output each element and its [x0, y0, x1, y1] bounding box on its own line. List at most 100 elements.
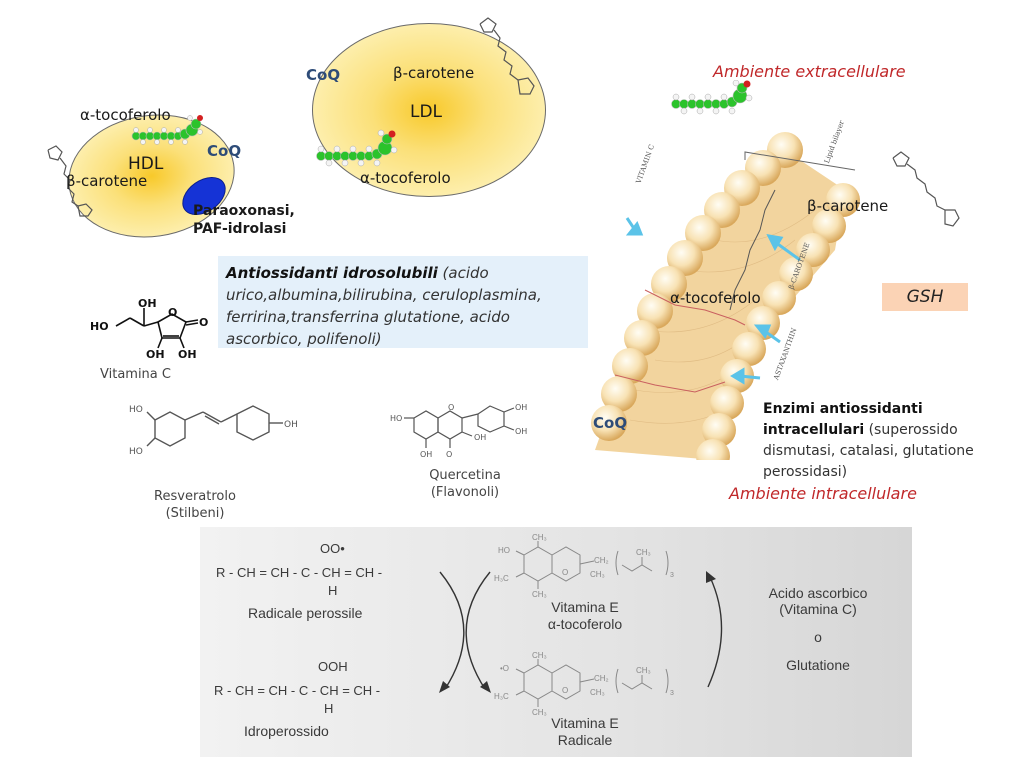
vitamin-e-caption: Vitamina E α-tocoferolo	[530, 599, 640, 633]
regeneration-agents: Acido ascorbico (Vitamina C) o Glutation…	[748, 585, 888, 673]
vitc-oh-bottom-right: OH	[178, 348, 197, 360]
vite-ch3-top: CH₃	[532, 533, 547, 542]
ldl-name: LDL	[410, 102, 443, 122]
quercetin-class: (Flavonoli)	[430, 485, 500, 500]
hydroperoxide-chain: R - CH = CH - C - CH = CH -	[214, 683, 381, 698]
hdl-enzymes-line1: Paraoxonasi,	[193, 203, 295, 219]
ldl-ellipse	[312, 23, 546, 197]
svg-text:HO: HO	[390, 414, 402, 423]
enzymes-title: Enzimi antiossidanti intracellulari	[763, 401, 923, 438]
peroxyl-h: H	[328, 583, 338, 598]
svg-text:HO: HO	[129, 447, 143, 457]
ldl-coq-label: CoQ	[306, 66, 341, 84]
hydrosoluble-text: Antiossidanti idrosolubili (acido urico,…	[226, 262, 580, 350]
svg-text:•O: •O	[500, 664, 509, 673]
beta-carotene-molecule-hdl	[47, 145, 93, 217]
svg-text:3: 3	[670, 690, 674, 697]
regen-vitamin-c: (Vitamina C)	[779, 601, 857, 617]
intracellular-enzymes-text: Enzimi antiossidanti intracellulari (sup…	[763, 399, 1018, 483]
regen-glutathione: Glutatione	[786, 657, 850, 673]
vitamin-e-name: Vitamina E	[551, 599, 619, 615]
regeneration-arrow	[706, 571, 723, 688]
svg-text:OH: OH	[515, 403, 527, 412]
hydrosoluble-list: (acido urico,albumina,bilirubina, cerulo…	[226, 264, 542, 348]
vitamin-e-radical-caption: Vitamina E Radicale	[530, 715, 640, 749]
regen-or: o	[814, 629, 822, 645]
resveratrol-class: (Stilbeni)	[165, 506, 225, 521]
svg-text:HO: HO	[129, 405, 143, 415]
vite-ch3-bottom: CH₃	[532, 590, 547, 599]
hdl-beta-carotene-label: β-carotene	[66, 172, 148, 190]
vitc-oh-top: OH	[138, 297, 157, 310]
vitamin-e-structure: CH₃ HO H₃C CH₃ O CH₂ CH₃ CH₃ 3	[494, 533, 674, 599]
hydrosoluble-antioxidants-box: Antiossidanti idrosolubili (acido urico,…	[218, 256, 588, 348]
svg-text:CH₂: CH₂	[594, 674, 609, 683]
membrane-beta-carotene-label: β-carotene	[807, 197, 889, 215]
vitc-oh-bottom-left: OH	[146, 348, 165, 360]
crossing-reaction-arrows	[439, 571, 491, 693]
svg-text:OH: OH	[284, 420, 298, 430]
vitamin-e-radical-name: Vitamina E	[551, 715, 619, 731]
svg-text:CH₃: CH₃	[590, 688, 605, 697]
svg-text:OH: OH	[515, 427, 527, 436]
ldl-beta-carotene-label: β-carotene	[393, 64, 475, 82]
vitc-ho: HO	[90, 320, 109, 333]
vitamin-e-form: α-tocoferolo	[547, 616, 623, 632]
svg-text:H₃C: H₃C	[494, 692, 509, 701]
resveratrol-caption: Resveratrolo (Stilbeni)	[140, 488, 250, 522]
vitamin-e-radical-form: Radicale	[557, 732, 613, 748]
svg-text:CH₃: CH₃	[532, 651, 547, 660]
peroxyl-name: Radicale perossile	[248, 605, 363, 621]
intracellular-label: Ambiente intracellulare	[729, 484, 917, 503]
vite-ch3-c2: CH₃	[590, 570, 605, 579]
vite-sub3: 3	[670, 572, 674, 579]
svg-text:O: O	[446, 450, 452, 459]
hydroperoxide-name: Idroperossido	[244, 723, 329, 739]
quercetin-caption: Quercetina (Flavonoli)	[415, 467, 515, 501]
hdl-alpha-tocoferolo-label: α-tocoferolo	[80, 106, 171, 124]
alpha-tocopherol-molecule-hdl	[131, 115, 203, 145]
hdl-enzymes-line2: PAF-idrolasi	[193, 221, 287, 237]
svg-text:O: O	[448, 403, 454, 412]
lipid-bilayer-illustration	[591, 132, 860, 460]
vitamin-c-structure: OH HO O O OH OH	[90, 297, 208, 360]
reaction-panel: OO• R - CH = CH - C - CH = CH - H Radica…	[200, 527, 912, 757]
vitamin-e-radical-structure: CH₃ •O H₃C CH₃ O CH₂ CH₃ CH₃ 3	[494, 651, 674, 717]
hdl-coq-label: CoQ	[207, 142, 242, 160]
quercetin-structure: HO O OH OH OH OH O	[390, 403, 527, 459]
resveratrol-structure: HO HO OH	[129, 405, 298, 457]
membrane-alpha-tocoferolo-label: α-tocoferolo	[670, 289, 761, 307]
membrane-coq-label: CoQ	[593, 414, 628, 432]
regen-ascorbic: Acido ascorbico	[768, 585, 868, 601]
svg-text:O: O	[562, 686, 568, 695]
vite-ch2: CH₂	[594, 556, 609, 565]
gsh-label: GSH	[906, 287, 944, 307]
alpha-tocopherol-molecule-ldl	[316, 129, 398, 167]
vite-h3c: H₃C	[494, 574, 509, 583]
vitc-o-carbonyl: O	[199, 316, 208, 329]
quercetin-name: Quercetina	[429, 468, 501, 483]
extracellular-label: Ambiente extracellulare	[713, 62, 906, 81]
beta-carotene-molecule-ldl	[479, 17, 535, 95]
svg-text:CH₃: CH₃	[636, 666, 651, 675]
vite-o: O	[562, 568, 568, 577]
vitamin-c-caption: Vitamina C	[100, 367, 171, 382]
alpha-tocopherol-molecule-free	[671, 80, 753, 115]
vite-ho: HO	[498, 546, 510, 555]
hydrosoluble-title: Antiossidanti idrosolubili	[226, 264, 438, 282]
enzymes-list: (superossido dismutasi, catalasi, glutat…	[763, 422, 974, 480]
hydroperoxide-substituent: OOH	[318, 659, 348, 674]
svg-text:CH₃: CH₃	[532, 708, 547, 717]
svg-text:OH: OH	[474, 433, 486, 442]
hydroperoxide-h: H	[324, 701, 334, 716]
hdl-name: HDL	[128, 154, 164, 174]
vitc-o-ring: O	[168, 306, 177, 319]
peroxyl-substituent: OO•	[320, 541, 345, 556]
peroxyl-chain: R - CH = CH - C - CH = CH -	[216, 565, 383, 580]
svg-text:OH: OH	[420, 450, 432, 459]
beta-carotene-molecule-free	[892, 151, 960, 227]
ldl-alpha-tocoferolo-label: α-tocoferolo	[360, 169, 451, 187]
gsh-box: GSH	[882, 283, 968, 311]
resveratrol-name: Resveratrolo	[154, 489, 236, 504]
vite-ch3-chain: CH₃	[636, 548, 651, 557]
